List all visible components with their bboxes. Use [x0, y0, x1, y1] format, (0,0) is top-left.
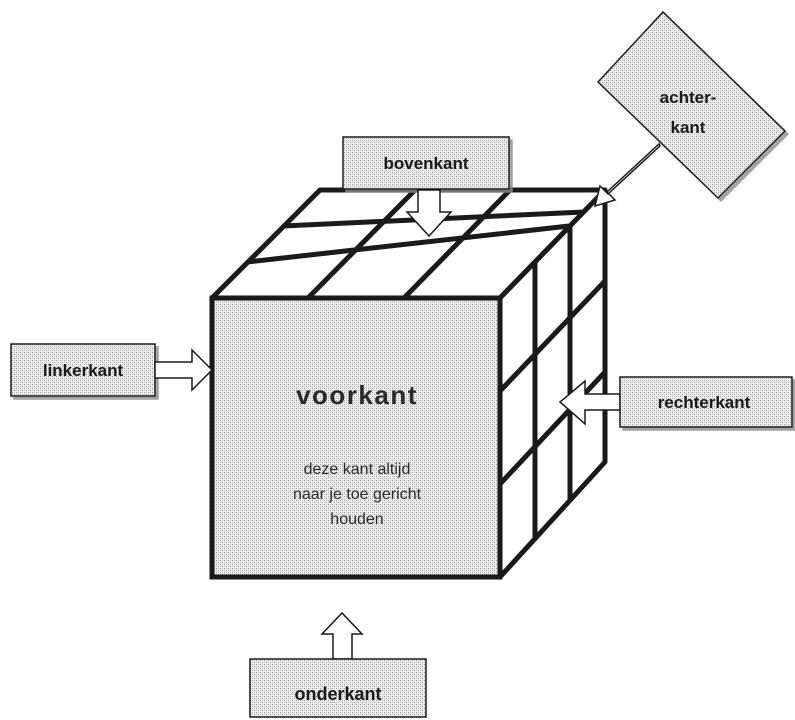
- bottom-label-box: [249, 658, 427, 718]
- back-label-line-2: kant: [671, 118, 706, 137]
- back-label-line-1: achter-: [660, 88, 717, 107]
- back-label-box: [596, 10, 787, 200]
- bottom-arrow: [320, 611, 364, 660]
- right-label-callout: rechterkant: [558, 376, 793, 428]
- right-label: rechterkant: [658, 393, 751, 412]
- front-face-note-line-2: naar je toe gericht: [293, 486, 422, 503]
- cube: voorkant deze kant altijd naar je toe ge…: [209, 187, 608, 580]
- top-label: bovenkant: [383, 154, 468, 173]
- top-label-callout: bovenkant: [342, 136, 510, 238]
- bottom-label: onderkant: [294, 684, 381, 704]
- left-label-callout: linkerkant: [10, 343, 214, 397]
- back-label-callout: achter- kant: [593, 10, 787, 208]
- front-face-note-line-3: houden: [330, 511, 383, 528]
- right-arrow: [558, 379, 621, 426]
- cube-front-face: [209, 295, 503, 580]
- back-arrow: [593, 142, 661, 208]
- front-face-title: voorkant: [296, 380, 418, 410]
- right-label-box: [619, 376, 793, 428]
- top-label-box: [342, 136, 510, 190]
- bottom-label-callout: onderkant: [249, 611, 427, 718]
- left-label: linkerkant: [43, 361, 124, 380]
- left-arrow: [154, 348, 214, 392]
- front-face-note-line-1: deze kant altijd: [304, 461, 411, 478]
- cube-right-grid: [498, 226, 607, 539]
- left-label-box: [10, 343, 156, 397]
- top-arrow: [405, 189, 453, 238]
